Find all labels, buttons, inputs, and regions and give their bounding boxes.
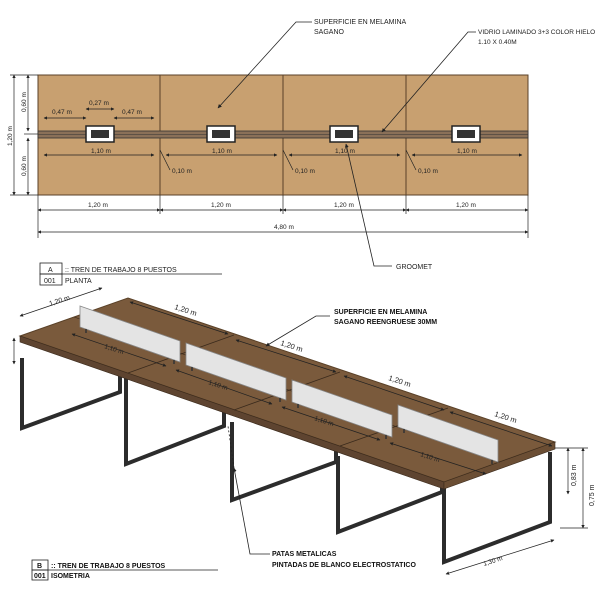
dim-110-4: 1,10 m (457, 148, 477, 155)
title-block-b (31, 559, 218, 581)
iso-note-melamina-line1: SUPERFICIE EN MELAMINA (334, 309, 427, 316)
dim-110-1: 1,10 m (91, 148, 111, 155)
dim-010-1: 0,10 m (172, 168, 192, 175)
dim-047-left: 0,47 m (52, 109, 72, 116)
iso-dim-120-left: 1,20 m (48, 295, 71, 308)
grommet-3 (329, 125, 359, 143)
grommet-2 (206, 125, 236, 143)
plan-grommets (85, 125, 481, 143)
dim-047-right: 0,47 m (122, 109, 142, 116)
title-a-code: 001 (44, 278, 56, 285)
dim-120-b1: 1,20 m (88, 202, 108, 209)
title-b-title: :: TREN DE TRABAJO 8 PUESTOS (51, 563, 166, 570)
title-a-letter: A (48, 267, 53, 274)
title-b-letter: B (37, 563, 42, 570)
grommet-1 (85, 125, 115, 143)
note-vidrio-line1: VIDRIO LAMINADO 3+3 COLOR HIELO (478, 29, 595, 36)
dim-060-bottom: 0,60 m (21, 156, 28, 176)
dim-060-top: 0,60 m (21, 92, 28, 112)
grommet-4 (451, 125, 481, 143)
dim-110-3: 1,10 m (335, 148, 355, 155)
title-block-a (39, 262, 222, 286)
plan-view: SUPERFICIE EN MELAMINA SAGANO VIDRIO LAM… (7, 19, 595, 286)
dim-120-b4: 1,20 m (456, 202, 476, 209)
iso-dim-075: 0,75 m (589, 484, 596, 506)
isometric-view: SUPERFICIE EN MELAMINA SAGANO REENGRUESE… (12, 287, 596, 581)
dim-110-2: 1,10 m (212, 148, 232, 155)
title-b-subtitle: ISOMETRIA (51, 573, 90, 580)
dim-010-2: 0,10 m (295, 168, 315, 175)
iso-desk-edge-right (443, 441, 556, 490)
iso-dim-130: 1,30 m (482, 555, 503, 568)
dim-480: 4,80 m (274, 224, 294, 231)
note-groomet: GROOMET (396, 264, 433, 271)
dim-120-vertical: 1,20 m (7, 126, 14, 146)
note-vidrio-line2: 1.10 X 0.40M (478, 39, 517, 46)
note-melamina-line1: SUPERFICIE EN MELAMINA (314, 19, 407, 26)
title-a-subtitle: PLANTA (65, 278, 92, 285)
title-a-title: :: TREN DE TRABAJO 8 PUESTOS (65, 267, 177, 274)
title-b-code: 001 (34, 573, 46, 580)
dim-010-3: 0,10 m (418, 168, 438, 175)
dim-120-b2: 1,20 m (211, 202, 231, 209)
note-melamina-line2: SAGANO (314, 29, 345, 36)
iso-note-melamina-line2: SAGANO REENGRUESE 30MM (334, 319, 437, 326)
iso-dim-083: 0,83 m (571, 464, 578, 486)
iso-note-patas-line1: PATAS METALICAS (272, 551, 337, 558)
dim-027: 0,27 m (89, 100, 109, 107)
iso-note-patas-line2: PINTADAS DE BLANCO ELECTROSTATICO (272, 562, 416, 569)
dim-120-b3: 1,20 m (334, 202, 354, 209)
